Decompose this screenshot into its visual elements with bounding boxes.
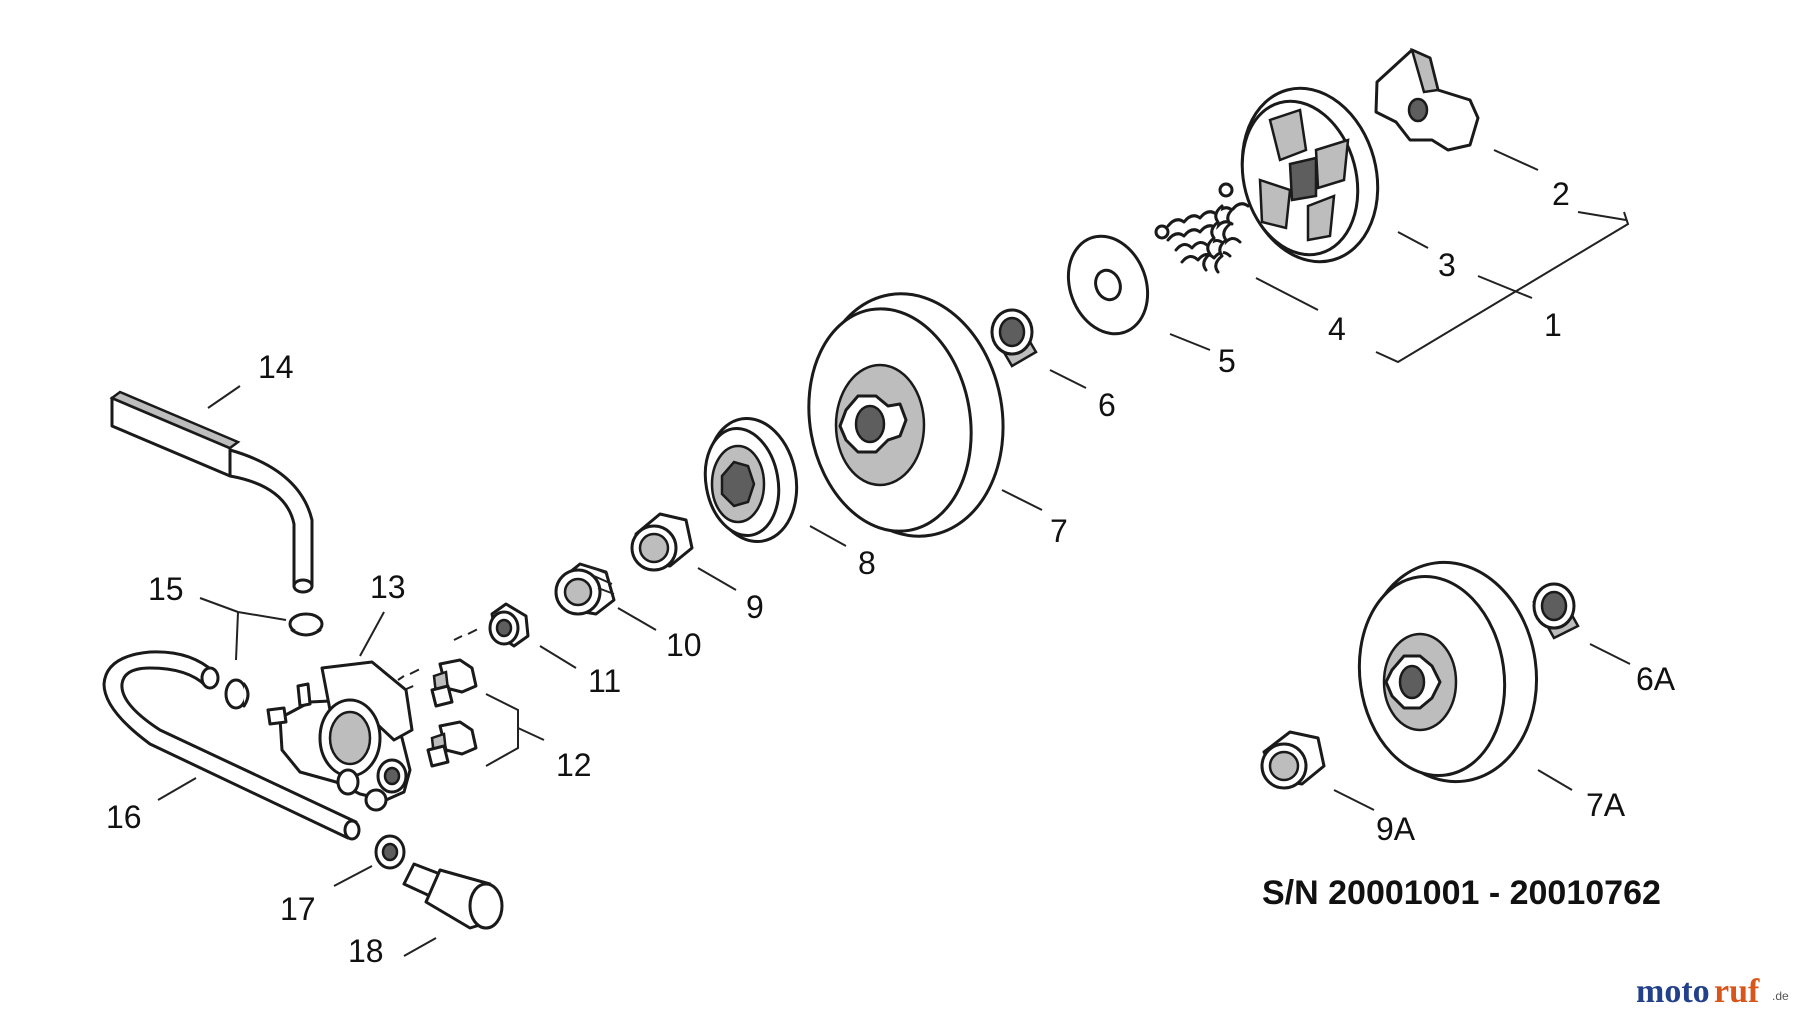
worm-gear-part (554, 562, 616, 616)
clutch-drum-alt-part (1357, 560, 1539, 784)
needle-bearing-part (990, 308, 1038, 368)
clutch-spring-part (1154, 182, 1250, 274)
bushing-alt-part (1260, 730, 1326, 790)
suction-hose-part (109, 390, 314, 594)
label-part-17: 17 (280, 891, 316, 927)
oil-filter-part (402, 862, 504, 930)
washer-part (1066, 234, 1150, 336)
small-washer-part (488, 602, 530, 648)
label-part-18: 18 (348, 933, 384, 969)
label-part-2: 2 (1552, 176, 1570, 212)
label-part-15: 15 (148, 571, 184, 607)
needle-bearing-alt-part (1532, 582, 1580, 640)
label-part-7a: 7A (1586, 787, 1626, 823)
label-part-8: 8 (858, 545, 876, 581)
label-part-12: 12 (556, 747, 592, 783)
label-part-11: 11 (588, 663, 621, 699)
watermark-text-part1: moto (1636, 973, 1710, 1010)
clutch-shoe-part (1240, 86, 1380, 264)
bushing-part (630, 512, 694, 572)
label-part-16: 16 (106, 799, 142, 835)
label-part-9a: 9A (1376, 811, 1416, 847)
label-part-5: 5 (1218, 343, 1236, 379)
label-part-3: 3 (1438, 247, 1456, 283)
part-labels: 2 3 1 4 5 6 7 8 9 10 11 12 13 14 15 16 1… (106, 176, 1676, 969)
rim-sprocket-part (703, 416, 799, 544)
label-part-10: 10 (666, 627, 702, 663)
hose-nipple-part (391, 627, 481, 768)
label-part-6: 6 (1098, 387, 1116, 423)
label-part-9: 9 (746, 589, 764, 625)
label-part-14: 14 (258, 349, 294, 385)
label-part-13: 13 (370, 569, 406, 605)
clutch-hub-part (1374, 47, 1480, 152)
oil-hose-part (102, 650, 361, 841)
label-part-6a: 6A (1636, 661, 1676, 697)
clutch-drum-part (807, 292, 1005, 538)
label-part-4: 4 (1328, 311, 1346, 347)
label-part-1: 1 (1544, 307, 1562, 343)
leader-lines (157, 149, 1631, 957)
hose-clamp-part (224, 612, 324, 710)
watermark-suffix: .de (1772, 989, 1789, 1003)
site-watermark: moto ruf .de (1636, 973, 1789, 1010)
label-part-7: 7 (1050, 513, 1068, 549)
oil-pump-part (266, 660, 414, 812)
seal-ring-part (374, 834, 406, 870)
watermark-text-part2: ruf (1714, 973, 1760, 1010)
serial-range-label: S/N 20001001 - 20010762 (1262, 874, 1661, 912)
